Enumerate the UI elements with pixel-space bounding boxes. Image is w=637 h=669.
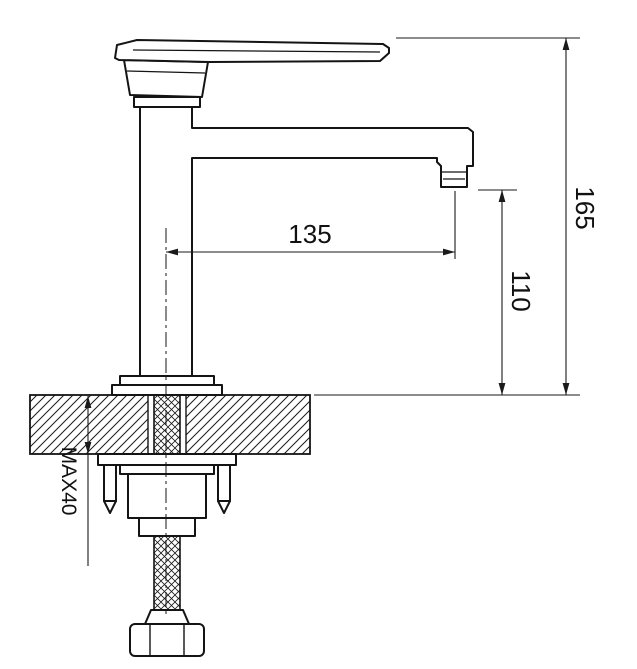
hose-nut: [129, 623, 205, 657]
base-flange-lower: [111, 384, 223, 396]
base-flange-upper: [119, 375, 215, 386]
deck-hatch-right: [186, 395, 310, 454]
arrow-165-bottom: [562, 383, 570, 395]
clamp-bolt-left: [103, 464, 117, 502]
mounting-nut-step: [138, 517, 196, 537]
label-outlet-height: 110: [506, 270, 536, 311]
mounting-hardware: [97, 453, 237, 657]
dimension-overall-height: 165: [314, 37, 600, 396]
arrow-165-top: [562, 38, 570, 50]
clamp-bolt-right-tip: [217, 500, 231, 514]
hose-flare: [144, 609, 190, 625]
faucet-body-and-spout: [139, 106, 474, 377]
arrow-max40-bottom: [84, 442, 92, 454]
arrow-135-left: [166, 248, 178, 256]
arrow-110-bottom: [498, 383, 506, 395]
label-max-thickness: MAX40: [57, 447, 80, 516]
mounting-nut: [127, 473, 207, 519]
clamp-bolt-right: [217, 464, 231, 502]
label-spout-reach: 135: [288, 219, 331, 249]
clamp-bolt-left-tip: [103, 500, 117, 514]
dimension-spout-reach: 135: [166, 191, 456, 259]
arrow-110-top: [498, 190, 506, 202]
arrow-max40-top: [84, 396, 92, 408]
dimension-outlet-height: 110: [478, 189, 536, 395]
handle-base: [123, 59, 209, 98]
seal-washer: [119, 464, 215, 475]
handle-base-seam: [126, 70, 206, 74]
label-overall-height: 165: [570, 186, 600, 229]
cartridge-collar: [133, 96, 201, 108]
arrow-135-right: [443, 248, 455, 256]
clamp-plate: [97, 453, 237, 466]
dimension-max-thickness: MAX40: [57, 396, 92, 566]
handle-lever-edge: [132, 49, 381, 53]
faucet-assembly: [111, 39, 474, 396]
